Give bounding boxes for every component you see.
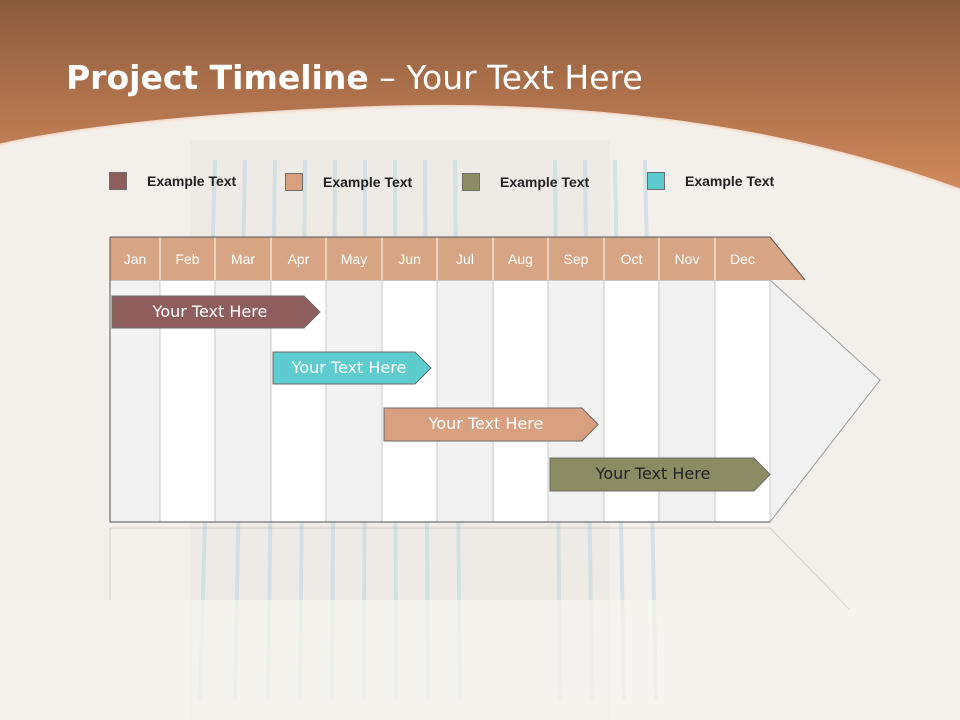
month-label-dec: Dec — [730, 251, 755, 267]
month-label-nov: Nov — [674, 251, 700, 267]
bar-label-2: Your Text Here — [291, 358, 407, 377]
page-title: Project Timeline – Your Text Here — [66, 58, 643, 97]
legend-item-1: Example Text — [109, 171, 236, 191]
timeline-bar-3 — [383, 407, 599, 442]
title-bold: Project Timeline — [66, 58, 369, 97]
month-label-aug: Aug — [508, 251, 533, 267]
legend-item-2: Example Text — [285, 172, 412, 192]
month-label-oct: Oct — [620, 251, 643, 267]
month-label-apr: Apr — [287, 251, 310, 267]
month-label-feb: Feb — [175, 251, 200, 267]
month-label-jun: Jun — [398, 251, 421, 267]
month-label-may: May — [340, 251, 368, 267]
bar-label-1: Your Text Here — [152, 302, 268, 321]
timeline-bar-1 — [111, 295, 321, 329]
timeline-bar-4 — [549, 457, 771, 492]
month-label-jan: Jan — [123, 251, 147, 267]
month-label-jul: Jul — [456, 251, 474, 267]
legend-label: Example Text — [500, 174, 590, 190]
title-rest: – Your Text Here — [368, 58, 643, 97]
legend-swatch-teal — [647, 172, 665, 190]
legend-item-3: Example Text — [462, 172, 589, 192]
legend-label: Example Text — [147, 173, 237, 189]
legend-item-4: Example Text — [647, 171, 774, 191]
legend-swatch-peach — [285, 173, 303, 191]
legend-swatch-olive — [462, 173, 480, 191]
bar-label-4: Your Text Here — [595, 464, 711, 483]
legend-label: Example Text — [323, 174, 413, 190]
month-label-mar: Mar — [230, 251, 256, 267]
bar-label-3: Your Text Here — [428, 414, 544, 433]
legend-label: Example Text — [685, 173, 775, 189]
month-label-sep: Sep — [563, 251, 589, 267]
legend-swatch-maroon — [109, 172, 127, 190]
timeline-bar-2 — [272, 351, 432, 385]
